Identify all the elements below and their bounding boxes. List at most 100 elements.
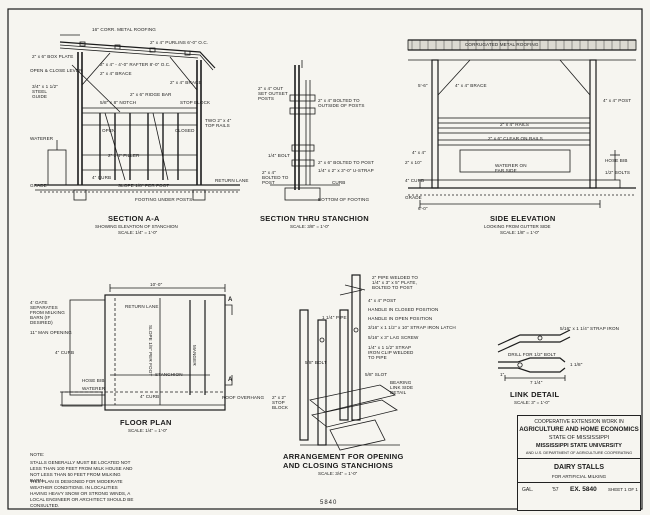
- label-side-bolts: 1/2" BOLTS: [605, 170, 631, 175]
- label-side-post-top: 4" x 4": [412, 150, 426, 155]
- label-bottom-footing: BOTTOM OF FOOTING: [318, 197, 370, 202]
- footer-number: 5840: [320, 500, 338, 506]
- label-bolt: 1/4" BOLT: [268, 153, 290, 158]
- tb-line-3: STATE OF MISSISSIPPI: [548, 435, 610, 441]
- label-stanchion-curb: CURB: [332, 180, 346, 185]
- label-plan-stanchion: STANCHION: [155, 372, 183, 377]
- section-a-scale: SCALE: 1/4" = 1'-0": [118, 230, 158, 235]
- label-side-dim-3: 2" x 10": [405, 160, 422, 165]
- label-roofing: 16" CORR. METAL ROOFING: [92, 27, 156, 32]
- label-slope: SLOPE 1/8" PER FOOT: [118, 183, 170, 188]
- side-elevation-scale: SCALE: 1/8" = 1'-0": [500, 230, 540, 235]
- label-bolted-post: 2" x 6" BOLTED TO POST: [318, 160, 375, 165]
- label-side-brace: 4" x 4" BRACE: [455, 83, 487, 88]
- label-side-post: 4" x 4" POST: [603, 98, 632, 103]
- section-a-title: SECTION A-A: [108, 214, 160, 223]
- label-bolted-outside: 2" x 4" BOLTED TO OUTSIDE OF POSTS: [318, 98, 365, 108]
- label-side-clear-rails: 2" x 6" CLEAR ON RAILS: [488, 136, 543, 141]
- label-strap: 1/4" x 2" x 3"-0" U-STRAP: [318, 168, 374, 173]
- label-side-hose-bib: HOSE BIB: [605, 158, 628, 163]
- side-elevation-drawing: [407, 39, 637, 208]
- link-detail-drawing: [497, 329, 571, 381]
- tb-gal: GAL.: [522, 487, 534, 493]
- label-box-plate: 2" x 6" BOX PLATE: [32, 54, 74, 59]
- label-brace: 2" x 4" BRACE: [100, 71, 132, 76]
- label-plan-curb-2: 4" CURB: [140, 394, 160, 399]
- label-bolted-post-2: 2" x 4" BOLTED TO POST: [262, 170, 289, 185]
- label-filler: 2" x 4" FILLER: [108, 153, 140, 158]
- label-rafter: 2" x 4" - 4'-0" RAFTER 8'-0" O.C.: [100, 62, 171, 67]
- note-paragraph-1: STALLS GENERALLY MUST BE LOCATED NOT LES…: [30, 460, 133, 483]
- label-stop-block: STOP BLOCK: [180, 100, 211, 105]
- section-a-subtitle: SHOWING ELEVATION OF STANCHION: [95, 224, 178, 229]
- label-link-d3: 1 1/8": [570, 362, 583, 367]
- tb-line-4: MISSISSIPPI STATE UNIVERSITY: [536, 443, 622, 449]
- label-link-strap: 5/16" x 1 1/4" STRAP IRON: [560, 326, 620, 331]
- arrangement-drawing: [299, 274, 400, 451]
- label-side-rails: 2" x 4" RAILS: [500, 122, 530, 127]
- stanchion-drawing: [270, 60, 340, 201]
- tb-line-1: COOPERATIVE EXTENSION WORK IN: [534, 419, 624, 425]
- label-steel-guide: 3/4" x 1 1/2" STEEL GUIDE: [32, 84, 59, 99]
- label-footing: FOOTING UNDER POSTS: [135, 197, 193, 202]
- label-arr-handle-closed: HANDLE IN CLOSED POSITION: [368, 307, 439, 312]
- label-arr-bolt: 5/8" BOLT: [305, 360, 327, 365]
- label-waterer: WATERER: [30, 136, 54, 141]
- arrangement-title-1: ARRANGEMENT FOR OPENING: [283, 452, 404, 461]
- label-arr-clip: 1/4" x 1 1/2" STRAP IRON CLIP WELDED TO …: [368, 345, 414, 360]
- label-link-drill: DRILL FOR 1/2" BOLT: [508, 352, 556, 357]
- label-plan-man-opening: 11" MAN OPENING: [30, 330, 72, 335]
- tb-subtitle: FOR ARTIFICIAL MILKING: [551, 474, 607, 479]
- label-side-curb: 4" CURB: [405, 178, 425, 183]
- label-arr-handle-open: HANDLE IN OPEN POSITION: [368, 316, 433, 321]
- label-outset-posts: 2" x 4" OUT SET OUTSET POSTS: [258, 86, 288, 101]
- label-plan-slope: SLOPE 1/8" PER FOOT: [148, 325, 153, 377]
- label-plan-curb: 4" CURB: [55, 350, 75, 355]
- arrangement-scale: SCALE: 3/4" = 1'-0": [318, 471, 358, 476]
- label-side-dim-2: 6'-0": [418, 206, 428, 211]
- title-block: COOPERATIVE EXTENSION WORK IN AGRICULTUR…: [517, 415, 641, 511]
- label-plan-gate: 4' GATE SEPARATES FROM MILKING BARN (IF …: [30, 300, 65, 325]
- tb-ex-number: EX. 5840: [570, 486, 597, 493]
- label-arr-bearing: BEARING LINK SIDE DETAIL: [390, 380, 414, 395]
- floor-plan-scale: SCALE: 1/4" = 1'-0": [128, 428, 168, 433]
- tb-sheet: SHEET 1 OF 1: [608, 487, 638, 492]
- label-link-d1: 1": [500, 372, 505, 377]
- label-notch: 5/8" x 8" NOTCH: [100, 100, 137, 105]
- arrangement-title-2: AND CLOSING STANCHIONS: [283, 461, 394, 470]
- label-plan-manger: MANGER: [192, 345, 197, 366]
- stanchion-title: SECTION THRU STANCHION: [260, 214, 369, 223]
- label-brace-2: 2" x 4" BRACE: [170, 80, 202, 85]
- label-arr-pipe: 2" PIPE WELDED TO 1/4" x 3" x 5" PLATE, …: [372, 275, 419, 290]
- label-side-roofing: CORRUGATED METAL ROOFING: [465, 42, 539, 47]
- label-open-close: OPEN & CLOSE LEVER: [30, 68, 83, 73]
- section-a-drawing: [35, 34, 240, 201]
- label-side-waterer: WATERER ON FAR SIDE: [495, 163, 527, 173]
- label-link-d2: 7 1/4": [530, 380, 543, 385]
- tb-year: '57: [552, 487, 559, 493]
- label-arr-iron-latch: 3/16" x 1 1/2" x 10" STRAP IRON LATCH: [368, 325, 456, 330]
- note-heading: NOTE:: [30, 452, 45, 457]
- note-paragraph-2: THIS PLAN IS DESIGNED FOR MODERATE WEATH…: [30, 479, 134, 508]
- label-arr-stop-block: 2" x 2" STOP BLOCK: [272, 395, 289, 410]
- label-grade: GRADE: [30, 183, 47, 188]
- label-side-grade: GRADE: [405, 195, 422, 200]
- floor-plan-title: FLOOR PLAN: [120, 418, 172, 427]
- label-arr-post: 4" x 4" POST: [368, 298, 397, 303]
- label-return-lane: RETURN LANE: [215, 178, 249, 183]
- tb-line-2: AGRICULTURE AND HOME ECONOMICS: [519, 426, 639, 433]
- link-scale: SCALE: 3" = 1'-0": [514, 400, 550, 405]
- label-arr-lag-screw: 5/16" x 3" LAG SCREW: [368, 335, 419, 340]
- label-plan-a: A: [228, 297, 233, 303]
- tb-divider-2: [518, 482, 640, 483]
- label-closed: CLOSED: [175, 128, 195, 133]
- label-arr-pipe-small: 1 1/4" PIPE: [322, 315, 347, 320]
- label-top-rails: TWO 2" x 4" TOP RAILS: [205, 118, 232, 128]
- label-ridge: 2" x 6" RIDGE BAR: [130, 92, 172, 97]
- label-plan-roof-overhang: ROOF OVERHANG: [222, 395, 265, 400]
- label-side-dim-1: 5'-6": [418, 83, 428, 88]
- label-plan-hose-bib: HOSE BIB: [82, 378, 105, 383]
- tb-title: DAIRY STALLS: [553, 464, 605, 471]
- label-purlins: 2" x 4" PURLINS 6'-0" O.C.: [150, 40, 209, 45]
